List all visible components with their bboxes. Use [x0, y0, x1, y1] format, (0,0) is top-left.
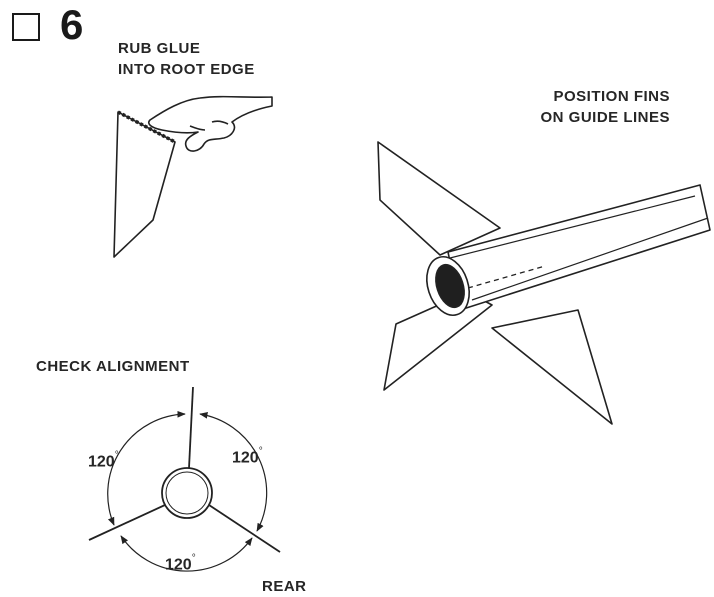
upper-fin: [377, 141, 501, 256]
position-instruction-line2: ON GUIDE LINES: [540, 109, 670, 126]
alignment-diagram: [88, 386, 281, 572]
fin-root-edge: [117, 110, 176, 144]
fin-glue-illustration: [113, 95, 273, 258]
position-instruction-line1: POSITION FINS: [553, 88, 670, 105]
tube-cross-section: [161, 467, 213, 519]
lower-right-fin: [491, 309, 613, 425]
fin-line-right: [208, 504, 281, 553]
rocket-body-illustration: [377, 141, 711, 425]
rear-view-label: REAR: [262, 578, 307, 595]
arc-top-right: [199, 411, 268, 532]
fin-line-left: [88, 504, 166, 541]
tube-end-inner: [435, 263, 465, 309]
alignment-title: CHECK ALIGNMENT: [36, 358, 190, 375]
step-checkbox[interactable]: [12, 13, 40, 41]
fin-line-top: [188, 386, 194, 469]
glue-instruction-line1: RUB GLUE: [118, 40, 201, 57]
single-fin: [113, 111, 176, 258]
body-tube: [447, 184, 711, 311]
arc-bottom: [120, 535, 253, 572]
glue-instruction: RUB GLUE INTO ROOT EDGE: [118, 38, 255, 80]
arc-top-left: [107, 410, 186, 526]
degree-symbol: °: [191, 553, 196, 564]
glue-instruction-line2: INTO ROOT EDGE: [118, 61, 255, 78]
position-instruction: POSITION FINS ON GUIDE LINES: [488, 86, 670, 128]
hand-icon: [147, 95, 273, 152]
step-number: 6: [60, 1, 84, 48]
